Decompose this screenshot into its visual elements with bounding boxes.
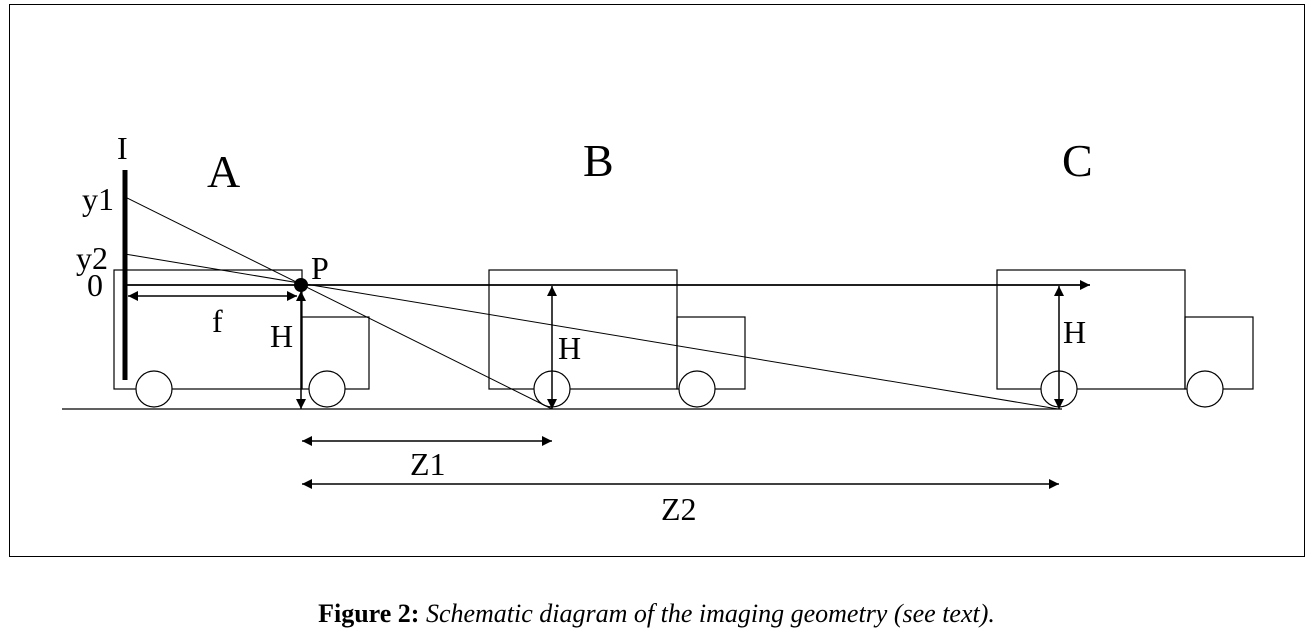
diagram-frame xyxy=(9,4,1305,557)
label-distance-z1: Z1 xyxy=(410,446,446,482)
vehicle-a-front-wheel xyxy=(308,370,346,408)
pinhole-point xyxy=(294,278,308,292)
label-height-b: H xyxy=(558,330,581,366)
label-distance-z2: Z2 xyxy=(661,491,697,527)
vehicle-b-front-wheel xyxy=(678,370,716,408)
label-image-plane: I xyxy=(117,130,128,166)
label-height-c: H xyxy=(1063,314,1086,350)
vehicle-c-body xyxy=(996,269,1186,390)
ray-c xyxy=(124,253,1059,410)
label-y2: y2 xyxy=(76,240,108,276)
ray-b xyxy=(124,196,553,410)
vehicle-b xyxy=(488,269,746,408)
vehicle-c xyxy=(996,269,1254,408)
label-y1: y1 xyxy=(82,181,114,217)
label-height-a: H xyxy=(270,318,293,354)
label-origin: 0 xyxy=(87,267,103,303)
label-pinhole: P xyxy=(311,250,329,286)
label-vehicle-c: C xyxy=(1062,135,1093,186)
vehicle-a-rear-wheel xyxy=(135,370,173,408)
label-vehicle-a: A xyxy=(207,146,240,197)
caption-text: Schematic diagram of the imaging geometr… xyxy=(425,599,995,628)
vehicle-b-body xyxy=(488,269,678,390)
vehicle-c-front-wheel xyxy=(1186,370,1224,408)
label-focal-length: f xyxy=(212,303,223,339)
caption-label: Figure 2: xyxy=(318,599,420,628)
figure-caption: Figure 2: Schematic diagram of the imagi… xyxy=(0,598,1313,630)
vehicle-a xyxy=(113,269,370,408)
label-vehicle-b: B xyxy=(583,135,614,186)
